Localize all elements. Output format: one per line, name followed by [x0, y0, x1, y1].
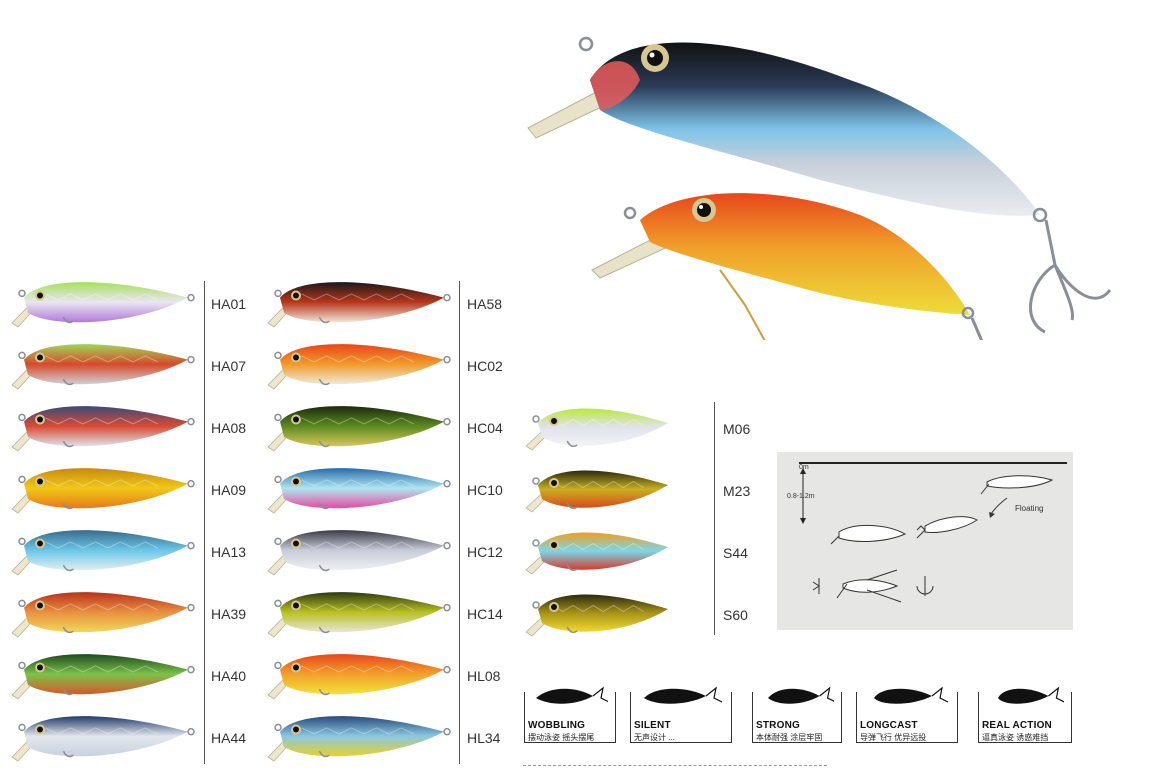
lure-image — [10, 461, 196, 515]
feature-subtitle: 本体耐强 涂层牢固 — [756, 733, 823, 742]
lure-image — [266, 461, 452, 515]
feature-frame — [524, 692, 616, 743]
feature-title: SILENT — [634, 720, 671, 731]
feature-frame — [856, 692, 958, 743]
lure-code-label: HA13 — [211, 543, 247, 560]
depth-top-label: 0m — [799, 464, 809, 471]
feature-subtitle: 导弹飞行 优异远投 — [860, 733, 927, 742]
lure-image — [10, 523, 196, 577]
lure-image — [524, 526, 668, 576]
column3-divider — [714, 402, 715, 635]
lure-image — [266, 337, 452, 391]
lure-code-label: HA58 — [467, 295, 503, 312]
lure-code-label: M06 — [723, 421, 751, 437]
lure-code-label: HC10 — [467, 481, 503, 498]
depth-range-label: 0.8-1.2m — [787, 493, 815, 500]
feature-title: REAL ACTION — [982, 720, 1052, 731]
feature-icon — [998, 686, 1064, 704]
lure-code-label: HA09 — [211, 481, 247, 498]
lure-code-label: HC14 — [467, 605, 503, 622]
lure-image — [266, 585, 452, 639]
lure-code-label: HC04 — [467, 419, 503, 436]
lure-code-label: HL34 — [467, 729, 501, 746]
feature-subtitle: 无声设计 ... — [634, 733, 675, 742]
lure-code-label: HL08 — [467, 667, 501, 684]
lure-code-label: HC02 — [467, 357, 503, 374]
lure-code-label: HA01 — [211, 295, 247, 312]
lure-code-label: HA39 — [211, 605, 247, 622]
lure-image — [10, 275, 196, 329]
feature-frame — [978, 692, 1072, 743]
lure-image — [524, 464, 668, 514]
column2-divider — [459, 281, 460, 764]
dotted-divider — [523, 765, 827, 766]
lure-image — [266, 647, 452, 701]
feature-subtitle: 逼真泳姿 诱惑难挡 — [982, 733, 1049, 742]
feature-silent: SILENT 无声设计 ... — [630, 680, 732, 744]
lure-image — [10, 337, 196, 391]
feature-frame — [752, 692, 842, 743]
feature-longcast: LONGCAST 导弹飞行 优异远投 — [856, 680, 958, 744]
diving-depth-diagram: 0m 0.8-1.2m Floating — [777, 452, 1073, 630]
feature-title: WOBBLING — [528, 720, 586, 731]
feature-icon — [874, 686, 949, 704]
feature-real-action: REAL ACTION 逼真泳姿 诱惑难挡 — [978, 680, 1072, 744]
feature-subtitle: 摆动泳姿 摇头摆尾 — [528, 733, 595, 742]
lure-code-label: HA40 — [211, 667, 247, 684]
lure-image — [10, 709, 196, 763]
lure-code-label: HA44 — [211, 729, 247, 746]
lure-code-label: S44 — [723, 545, 748, 561]
lure-image — [524, 402, 668, 452]
lure-image — [10, 585, 196, 639]
feature-frame — [630, 692, 732, 743]
feature-title: LONGCAST — [860, 720, 918, 731]
lure-image — [266, 399, 452, 453]
feature-wobbling: WOBBLING 摆动泳姿 摇头摆尾 — [524, 680, 616, 744]
lure-code-label: HA07 — [211, 357, 247, 374]
floating-label: Floating — [1015, 504, 1044, 513]
lure-image — [524, 588, 668, 638]
hero-lure-large — [520, 20, 1120, 361]
feature-icon — [768, 686, 834, 704]
lure-code-label: HA08 — [211, 419, 247, 436]
lure-code-label: S60 — [723, 607, 748, 623]
water-surface-line — [799, 462, 1067, 464]
lure-image — [266, 709, 452, 763]
lure-image — [266, 523, 452, 577]
lure-image — [266, 275, 452, 329]
lure-image — [10, 647, 196, 701]
column1-divider — [204, 281, 205, 764]
lure-code-label: HC12 — [467, 543, 503, 560]
feature-icon — [644, 686, 723, 704]
lure-image — [10, 399, 196, 453]
feature-icon — [536, 686, 608, 704]
feature-strong: STRONG 本体耐强 涂层牢固 — [752, 680, 842, 744]
feature-title: STRONG — [756, 720, 800, 731]
diagram-drawing — [800, 468, 1054, 603]
lure-code-label: M23 — [723, 483, 751, 499]
